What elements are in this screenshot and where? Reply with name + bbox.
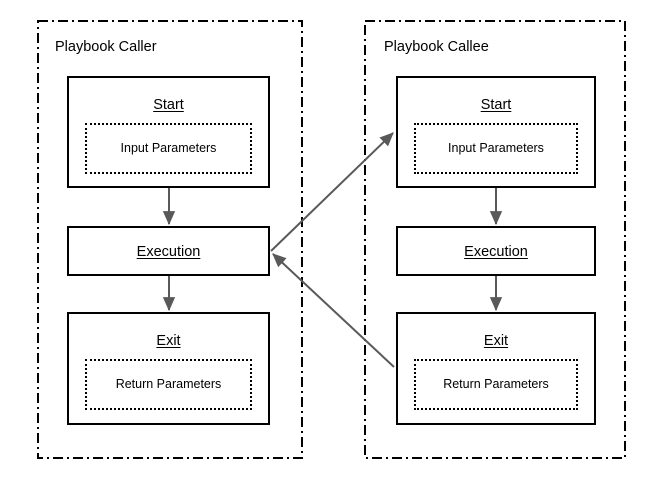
param-label-caller-return: Return Parameters [115, 377, 222, 392]
param-box-callee-return: Return Parameters [414, 359, 578, 410]
node-callee-exit-label: Exit [483, 333, 509, 349]
node-caller-start-label: Start [153, 97, 184, 113]
param-label-callee-return: Return Parameters [443, 377, 549, 392]
lane-title-callee: Playbook Callee [384, 39, 489, 55]
param-label-caller-input: Input Parameters [120, 141, 217, 156]
node-caller-execution-label: Execution [136, 244, 201, 260]
param-label-callee-input: Input Parameters [448, 141, 544, 156]
node-caller-exit-label: Exit [156, 333, 181, 349]
node-callee-start[interactable]: Start Input Parameters [396, 76, 596, 188]
lane-title-caller: Playbook Caller [55, 39, 157, 55]
param-box-caller-return: Return Parameters [85, 359, 252, 410]
node-callee-exit[interactable]: Exit Return Parameters [396, 312, 596, 425]
node-callee-execution-label: Execution [464, 244, 528, 260]
node-caller-execution[interactable]: Execution [67, 226, 270, 276]
edge-call-return [272, 253, 395, 368]
param-box-caller-input: Input Parameters [85, 123, 252, 174]
node-callee-start-label: Start [480, 97, 512, 113]
node-callee-execution[interactable]: Execution [396, 226, 596, 276]
node-caller-start[interactable]: Start Input Parameters [67, 76, 270, 188]
node-caller-exit[interactable]: Exit Return Parameters [67, 312, 270, 425]
edge-call-invoke [270, 132, 394, 252]
param-box-callee-input: Input Parameters [414, 123, 578, 174]
